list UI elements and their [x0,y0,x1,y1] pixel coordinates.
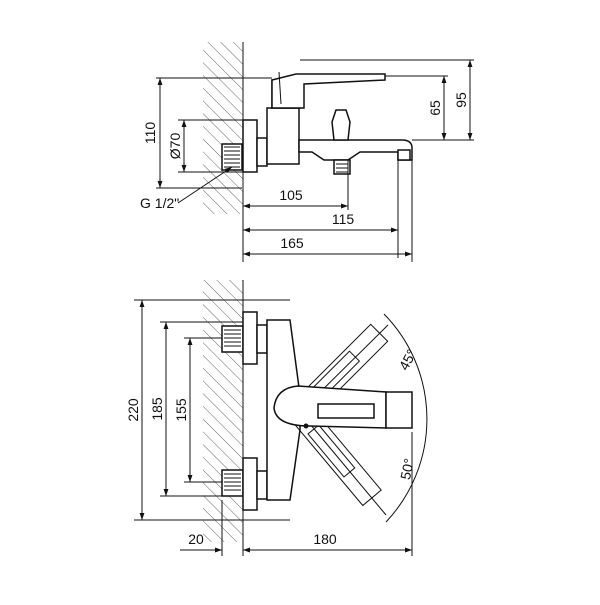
angle-45: 45° [396,347,420,373]
top-handle-slot [317,403,375,419]
side-connector-thread [224,146,240,168]
dim-65: 65 [427,100,443,116]
dim-165: 165 [280,235,304,251]
dim-220: 220 [125,398,141,422]
top-spout [385,391,413,429]
side-handle-lever [271,73,386,109]
dim-185: 185 [149,397,165,421]
dim-thread: G 1/2" [140,195,179,211]
wall-hatch-top [203,42,243,214]
dim-110: 110 [142,122,158,145]
side-connector [221,143,243,171]
top-nut-lower [256,470,268,500]
top-view: 45° 50° 220 185 155 20 180 [125,280,428,556]
side-spout-outlet [397,149,411,161]
angle-50: 50° [397,457,417,481]
dim-115: 115 [332,211,355,227]
dim-155: 155 [173,398,189,422]
dim-105: 105 [279,187,303,203]
side-view: 110 Ø70 G 1/2" 105 115 165 65 95 [140,42,474,262]
dim-180: 180 [313,531,337,547]
top-escutcheon-upper [242,311,258,365]
top-diverter [303,423,309,429]
top-escutcheon-lower [242,457,258,511]
side-hose-thread [336,163,348,173]
top-nut-upper [256,324,268,354]
dim-20: 20 [188,531,204,547]
side-spout [298,139,413,161]
side-escutcheon [242,119,258,173]
wall-hatch-bottom [203,280,243,542]
side-diverter-knob [331,109,351,141]
side-mixer-body [266,107,300,165]
dim-diameter-70: Ø70 [167,133,183,160]
side-nut [256,137,268,167]
dim-95: 95 [453,92,469,108]
side-handle-line [278,71,282,105]
swivel-arc [383,313,428,523]
